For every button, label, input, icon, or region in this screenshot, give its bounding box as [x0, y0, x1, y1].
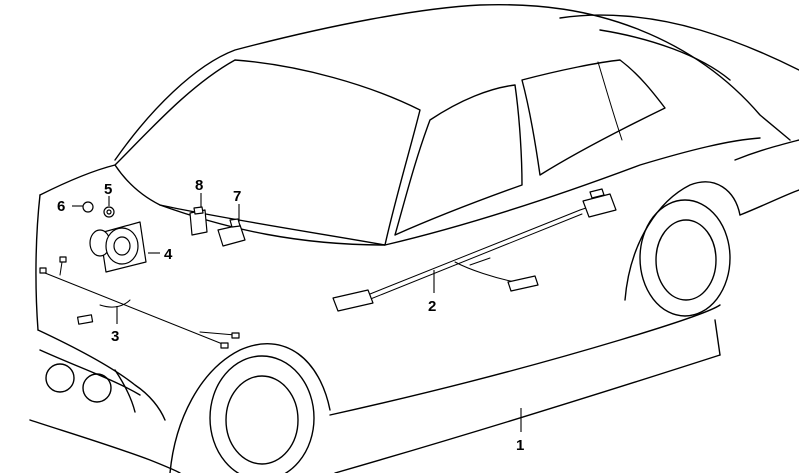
callout-5: 5 — [104, 181, 112, 198]
callout-1: 1 — [516, 437, 524, 454]
part-5-washer — [103, 206, 115, 218]
callout-7: 7 — [233, 188, 241, 205]
part-2-wiring-harness — [332, 188, 617, 312]
car-body-outline — [29, 4, 799, 473]
callout-6: 6 — [57, 198, 65, 215]
callout-3: 3 — [111, 328, 119, 345]
part-3-wiring-harness — [39, 256, 240, 349]
part-8-bracket — [189, 206, 208, 236]
part-4-loudspeaker — [89, 221, 147, 273]
part-6-nut — [82, 201, 94, 213]
callout-4: 4 — [164, 246, 173, 263]
leader-lines — [72, 193, 522, 432]
callout-8: 8 — [195, 177, 203, 194]
callout-2: 2 — [428, 298, 436, 315]
part-7-module — [217, 218, 246, 247]
